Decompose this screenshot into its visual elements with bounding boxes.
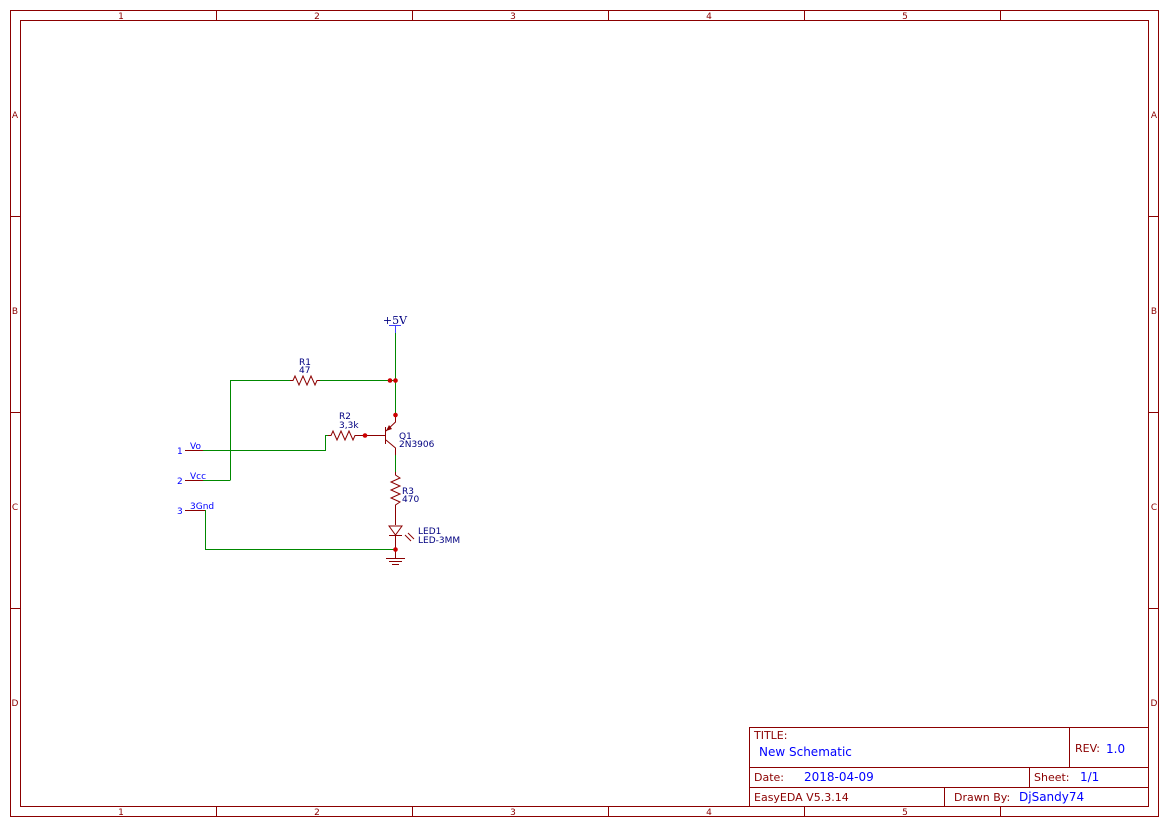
pin-name: 3Gnd (190, 502, 214, 512)
rev-label: REV: (1075, 742, 1100, 755)
wires (203, 333, 396, 550)
junction-dot (387, 378, 393, 383)
column-label: 3 (510, 808, 516, 818)
r2-ref: R2 (339, 412, 351, 422)
row-label: B (1151, 307, 1157, 317)
transistor-q1[interactable]: Q1 2N3906 (385, 415, 435, 455)
title-value: New Schematic (759, 745, 852, 759)
column-label: 2 (314, 808, 320, 818)
drawn-by-label: Drawn By: (954, 791, 1010, 804)
rev-value: 1.0 (1106, 742, 1125, 756)
led-led1[interactable]: LED1 LED-3MM (388, 525, 460, 549)
header-pin-3[interactable]: 3 3Gnd (177, 502, 214, 517)
pin-number: 1 (177, 447, 183, 457)
header-pin-1[interactable]: 1 Vo (177, 442, 203, 457)
row-label: A (1151, 111, 1158, 121)
pin-name: Vcc (190, 472, 206, 482)
sheet-value: 1/1 (1080, 770, 1099, 784)
sheet-label: Sheet: (1034, 771, 1070, 784)
r3-value: 470 (402, 495, 419, 505)
resistor-r2[interactable]: R2 3,3k (328, 412, 385, 442)
column-label: 2 (314, 12, 320, 22)
row-label: C (1151, 503, 1157, 513)
column-label: 1 (118, 12, 124, 22)
junction-dot (393, 412, 398, 418)
date-label: Date: (754, 771, 784, 784)
r2-value: 3,3k (339, 421, 359, 431)
row-label: A (12, 111, 19, 121)
title-label: TITLE: (753, 729, 787, 742)
column-label: 3 (510, 12, 516, 22)
junctions (362, 378, 398, 552)
power-flag-5v[interactable]: +5V (383, 314, 408, 333)
sheet-frame: 1 2 3 4 5 1 2 3 4 5 A B C D A B C D (10, 10, 1159, 818)
column-label: 4 (706, 12, 712, 22)
column-label: 5 (902, 12, 908, 22)
row-label: B (12, 307, 18, 317)
column-label: 4 (706, 808, 712, 818)
row-label: D (12, 699, 19, 709)
software-label: EasyEDA V5.3.14 (754, 791, 849, 804)
r1-value: 47 (299, 366, 310, 376)
pin-number: 2 (177, 477, 183, 487)
led1-ref: LED1 (418, 527, 441, 537)
column-label: 1 (118, 808, 124, 818)
title-block: TITLE: New Schematic REV: 1.0 Date: 2018… (749, 727, 1149, 807)
header-pin-2[interactable]: 2 Vcc (177, 472, 206, 487)
row-label: D (1151, 699, 1158, 709)
junction-dot (393, 547, 398, 552)
row-label: C (12, 503, 18, 513)
junction-dot (393, 378, 398, 383)
date-value: 2018-04-09 (804, 770, 874, 784)
power-label: +5V (383, 314, 408, 327)
q1-ref: Q1 (399, 432, 412, 442)
pin-number: 3 (177, 507, 183, 517)
resistor-r1[interactable]: R1 47 (290, 358, 320, 387)
r1-ref: R1 (299, 358, 311, 368)
resistor-r3[interactable]: R3 470 (389, 472, 419, 525)
column-label: 5 (902, 808, 908, 818)
junction-dot (362, 433, 368, 438)
pin-name: Vo (190, 442, 201, 452)
drawn-by-value: DjSandy74 (1019, 790, 1084, 804)
r3-ref: R3 (402, 487, 414, 497)
led1-value: LED-3MM (418, 536, 460, 546)
q1-value: 2N3906 (399, 440, 435, 450)
